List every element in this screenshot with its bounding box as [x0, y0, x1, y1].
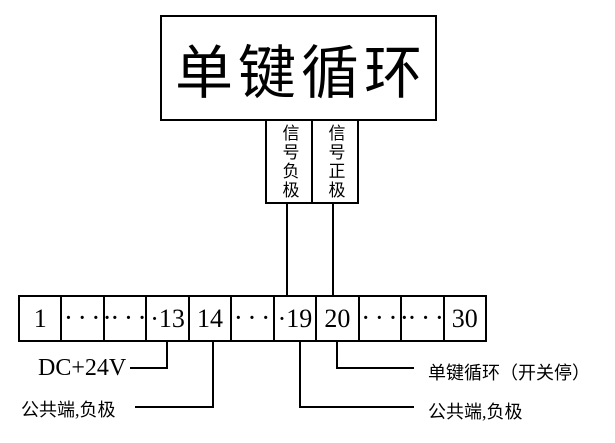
signal-positive-label: 信号正极 — [325, 123, 345, 200]
terminal-cell-dots: ·· · · — [105, 297, 148, 340]
signal-positive-box: 信号正极 — [311, 119, 359, 204]
label-single-key-cycle-switch: 单键循环（开关停） — [428, 363, 590, 383]
wire-terminal14-vertical — [212, 342, 214, 408]
terminal-cell-1: 1 — [20, 297, 63, 340]
terminal-cell-dots: · · · — [62, 297, 105, 340]
wire-terminal19-vertical — [299, 342, 301, 408]
terminal-cell-20: 20 — [317, 297, 360, 340]
wire-terminal14-horizontal — [135, 406, 214, 408]
terminal-strip: 1 · · · ·· · · ·13 14 · · · ·19 20 · · ·… — [18, 295, 487, 342]
terminal-cell-dots: · · · — [360, 297, 403, 340]
label-common-negative-left: 公共端,负极 — [21, 400, 116, 420]
terminal-cell-19: ·19 — [275, 297, 318, 340]
wire-terminal13-vertical — [166, 342, 168, 369]
signal-positive-wire — [332, 203, 334, 295]
signal-negative-wire — [286, 203, 288, 295]
wire-terminal20-horizontal — [338, 367, 414, 369]
wire-terminal20-vertical — [336, 342, 338, 369]
wire-terminal13-horizontal — [130, 367, 168, 369]
signal-negative-box: 信号负极 — [265, 119, 313, 204]
label-dc-24v: DC+24V — [38, 355, 127, 381]
device-title: 单键循环 — [174, 41, 427, 106]
terminal-cell-dots: ·· · · — [402, 297, 445, 340]
wire-terminal19-horizontal — [301, 406, 414, 408]
terminal-cell-13: ·13 — [147, 297, 190, 340]
signal-negative-label: 信号负极 — [279, 123, 299, 200]
label-common-negative-right: 公共端,负极 — [428, 402, 523, 422]
terminal-cell-14: 14 — [190, 297, 233, 340]
terminal-cell-dots: · · · — [232, 297, 275, 340]
device-title-box: 单键循环 — [160, 15, 437, 121]
terminal-cell-30: 30 — [451, 303, 478, 333]
